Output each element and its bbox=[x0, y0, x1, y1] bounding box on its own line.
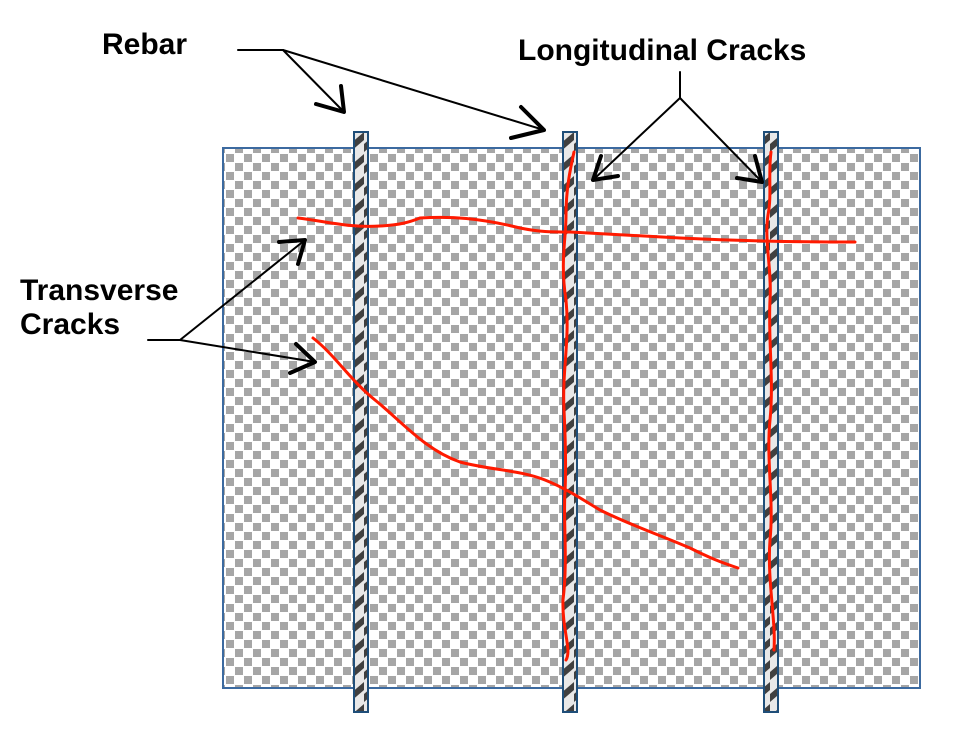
longitudinal-crack-right bbox=[765, 150, 776, 652]
longitudinal-arrows bbox=[591, 71, 764, 184]
transverse-cracks-label-line2: Cracks bbox=[20, 308, 121, 341]
transverse-crack-lower bbox=[311, 336, 740, 570]
transverse-arrows bbox=[147, 238, 317, 375]
rebar-arrows bbox=[237, 49, 546, 140]
longitudinal-crack-middle bbox=[561, 150, 576, 662]
rebar-label: Rebar bbox=[102, 28, 188, 61]
rebar-left bbox=[353, 131, 369, 713]
transverse-crack-upper bbox=[296, 215, 857, 244]
transverse-cracks-label-line1: Transverse bbox=[20, 274, 179, 307]
longitudinal-cracks-label: Longitudinal Cracks bbox=[518, 34, 807, 67]
